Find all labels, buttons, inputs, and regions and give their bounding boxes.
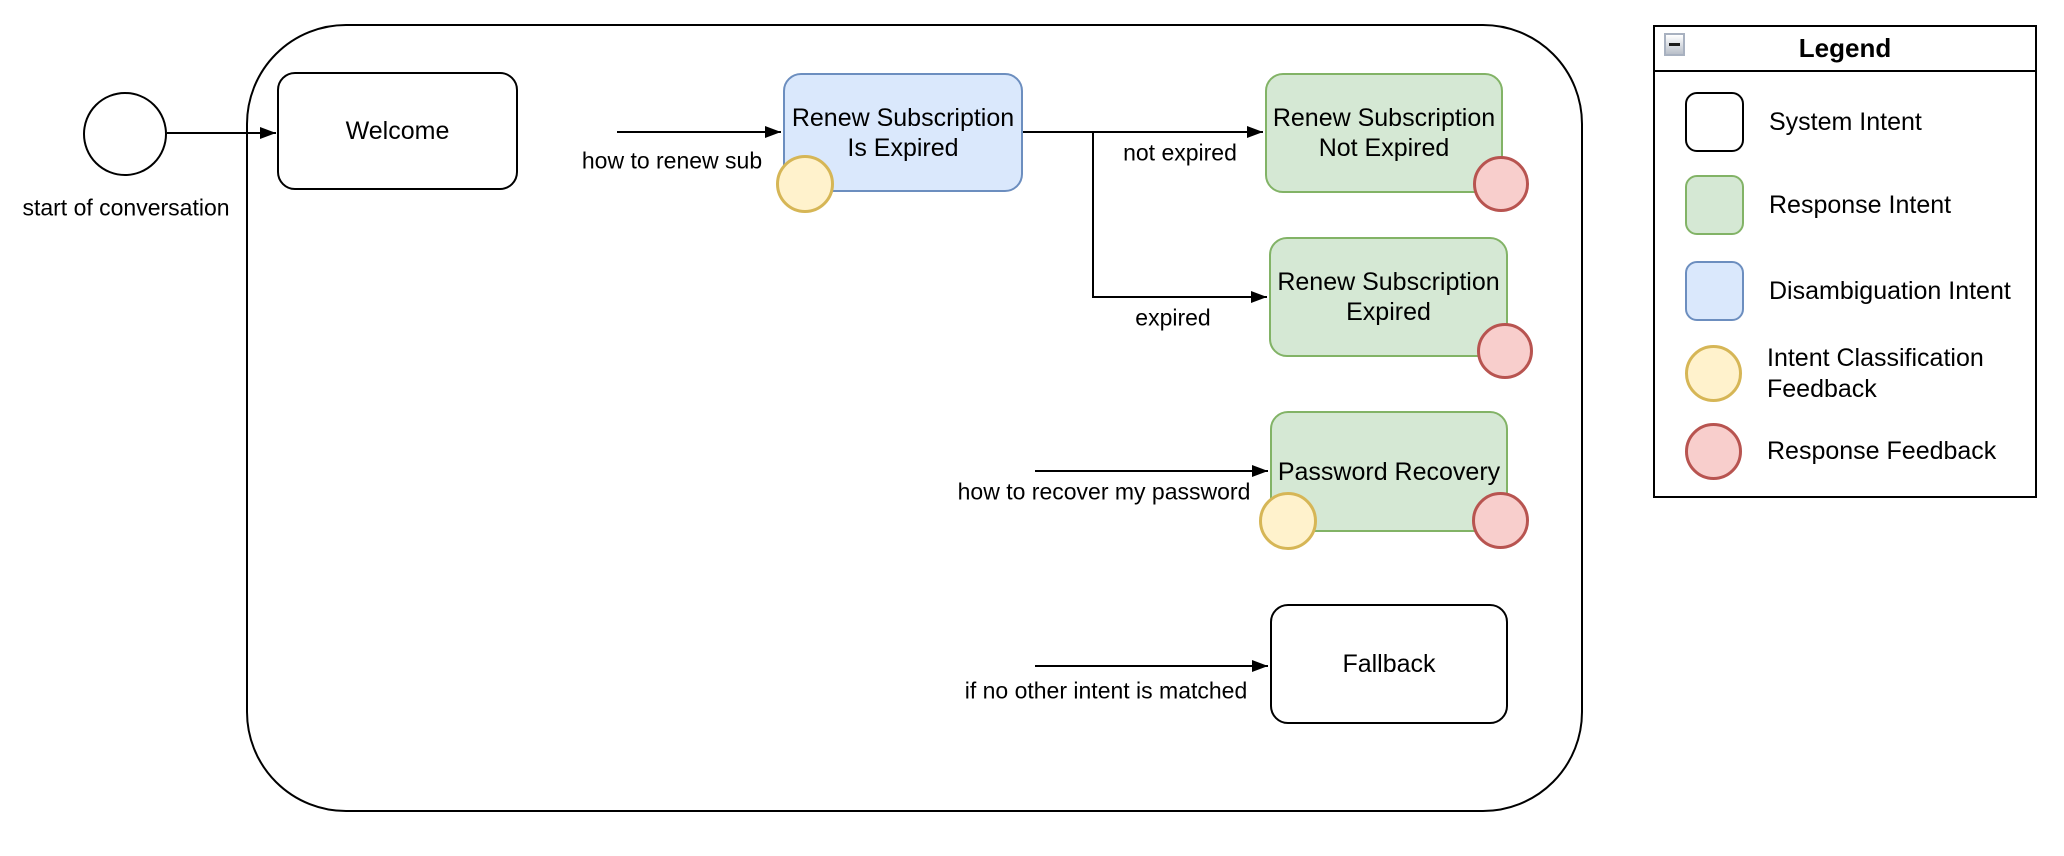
start-node[interactable] [83,92,167,176]
response-feedback-dot[interactable] [1473,156,1529,212]
intent-classification-feedback-dot[interactable] [1259,492,1317,550]
edge-label-no-intent-matched: if no other intent is matched [962,677,1250,705]
response-feedback-dot[interactable] [1472,492,1529,549]
edge-label-recover-password: how to recover my password [955,478,1253,506]
node-label-line: Expired [1346,298,1431,326]
legend-item-label: Response Intent [1769,190,1952,219]
node-label-line: Not Expired [1318,134,1450,162]
node-password-recovery[interactable]: Password Recovery [1270,411,1508,532]
system-intent-swatch [1685,92,1744,152]
legend-item-response-intent: Response Intent [1685,175,2023,235]
response-feedback-dot[interactable] [1477,323,1533,379]
disambiguation-intent-swatch [1685,261,1744,321]
legend-item-intent-classification-feedback: Intent Classification Feedback [1685,343,2023,403]
node-renew-subscription-is-expired[interactable]: Renew Subscription Is Expired [783,73,1023,192]
legend-titlebar: Legend [1655,27,2035,72]
legend-item-label: Response Feedback [1767,437,1997,465]
intent-classification-feedback-swatch [1685,345,1742,402]
legend-item-disambiguation-intent: Disambiguation Intent [1685,261,2023,321]
edge-label-expired: expired [1133,304,1213,332]
node-label-line: Renew Subscription [1277,268,1500,296]
edge-label-not-expired: not expired [1121,139,1239,167]
legend-title: Legend [1798,33,1892,63]
node-welcome[interactable]: Welcome [277,72,518,190]
intent-classification-feedback-dot[interactable] [776,155,834,213]
node-label-line: Password Recovery [1277,457,1501,486]
legend-item-system-intent: System Intent [1685,92,2023,152]
node-renew-subscription-not-expired[interactable]: Renew Subscription Not Expired [1265,73,1503,193]
node-renew-subscription-expired[interactable]: Renew Subscription Expired [1269,237,1508,357]
node-label-line: Is Expired [847,133,959,162]
legend-item-label: System Intent [1769,107,1922,136]
legend-item-label: Intent Classification Feedback [1767,343,1984,403]
node-label-line: Renew Subscription [1272,104,1496,132]
node-label-line: Renew Subscription [791,103,1015,132]
response-feedback-swatch [1685,423,1742,480]
edge-label-how-to-renew: how to renew sub [579,147,765,175]
node-welcome-label: Welcome [345,117,450,145]
minus-icon [1669,43,1680,46]
start-node-label: start of conversation [20,194,232,222]
legend-panel[interactable]: Legend System Intent Response Intent Dis… [1653,25,2037,498]
node-fallback[interactable]: Fallback [1270,604,1508,724]
legend-item-label: Disambiguation Intent [1769,276,2011,305]
legend-item-response-feedback: Response Feedback [1685,423,2023,480]
conversation-container-shape [246,24,1583,812]
response-intent-swatch [1685,175,1744,235]
legend-collapse-button[interactable] [1664,33,1685,56]
node-label-line: Fallback [1342,650,1436,678]
